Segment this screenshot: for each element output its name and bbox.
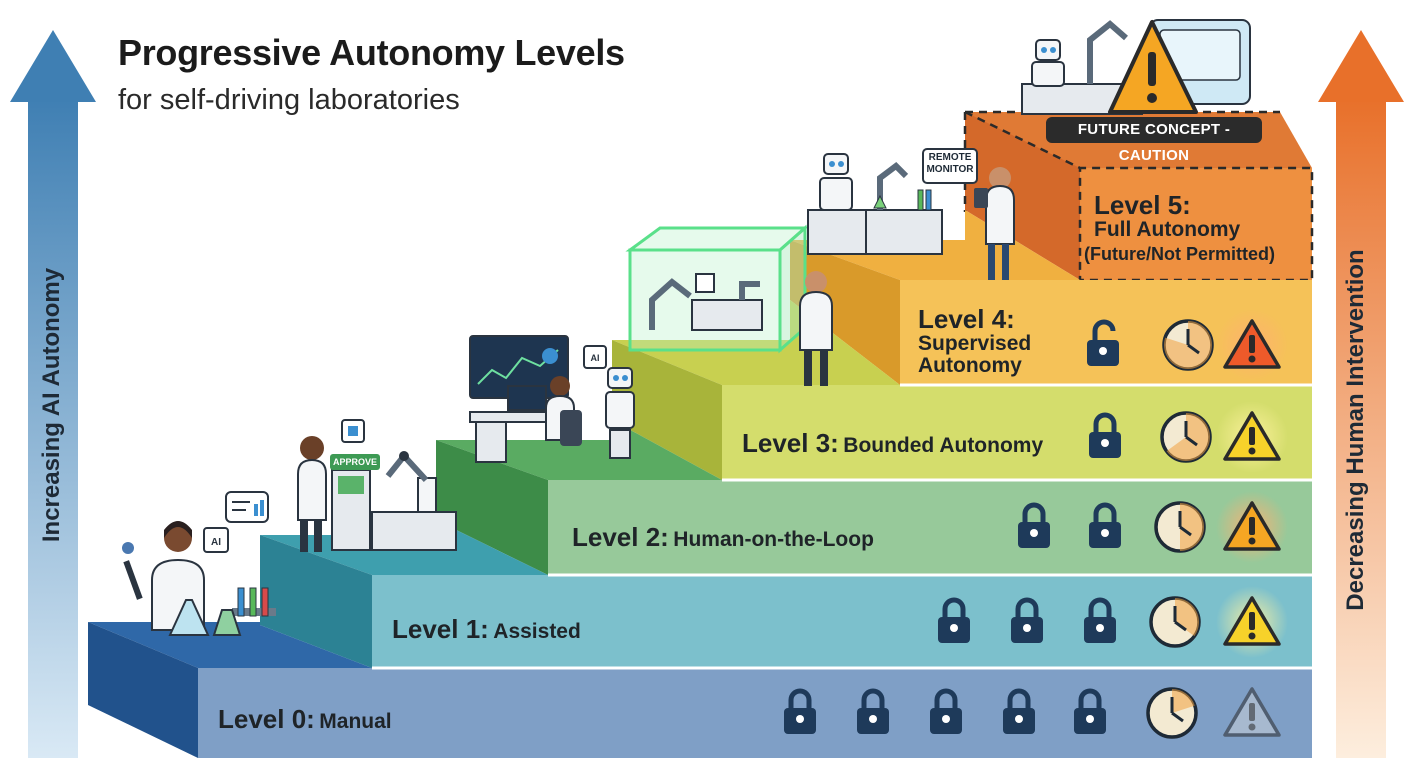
- chip-icon: AI: [203, 527, 229, 553]
- level-4-name-line1: Supervised: [918, 332, 1032, 356]
- right-axis-label: Decreasing Human Intervention: [1342, 249, 1369, 611]
- lock-icon: [930, 688, 962, 734]
- lock-icon: [1089, 412, 1121, 458]
- remote-monitor-line1: REMOTE: [928, 152, 972, 163]
- level-1-label: Level 1: Assisted: [392, 614, 581, 645]
- chip-icon: [341, 419, 365, 443]
- level-1-number: Level 1:: [392, 614, 489, 644]
- clock-icon: [1160, 411, 1212, 463]
- test-tube-rack-icon: [212, 587, 276, 636]
- level-2-number: Level 2:: [572, 522, 669, 552]
- level-1-name: Assisted: [493, 620, 581, 643]
- ai-chip-label: AI: [211, 537, 221, 548]
- level-0-label: Level 0: Manual: [218, 704, 392, 735]
- warning-icon: [1216, 401, 1288, 473]
- left-autonomy-arrow: [10, 30, 96, 758]
- lock-icon: [938, 597, 970, 643]
- lock-icon: [1089, 502, 1121, 548]
- step-separators: [372, 383, 1312, 670]
- clock-icon: [1154, 501, 1206, 553]
- level-5-name-line1: Full Autonomy: [1094, 218, 1241, 242]
- level-4-name-line2: Autonomy: [918, 354, 1022, 378]
- chip-icon: AI: [583, 345, 607, 369]
- future-concept-tag: FUTURE CONCEPT - CAUTION: [1046, 117, 1262, 164]
- warning-icon: [1216, 491, 1288, 563]
- approve-screen-label: APPROVE: [330, 454, 380, 470]
- scientist-icon: [974, 167, 1015, 280]
- lab-bench-icon: [807, 162, 943, 255]
- level-4-label: Level 4: Supervised Autonomy: [918, 304, 1032, 378]
- level-5-label: Level 5: Full Autonomy (Future/Not Permi…: [1084, 190, 1275, 264]
- status-icons: [784, 309, 1288, 739]
- level-4-number: Level 4:: [918, 304, 1015, 334]
- operator-icon: [545, 376, 582, 446]
- unlock-icon: [1087, 319, 1119, 366]
- step-level-0: [88, 622, 1312, 758]
- clock-icon: [1149, 596, 1201, 648]
- robot-icon: [605, 367, 635, 459]
- robot-icon: [819, 153, 853, 211]
- lock-icon: [857, 688, 889, 734]
- level-0-name: Manual: [319, 710, 392, 733]
- level-3-number: Level 3:: [742, 428, 839, 458]
- level-2-label: Level 2: Human-on-the-Loop: [572, 522, 874, 553]
- lock-icon: [1084, 597, 1116, 643]
- level-3-label: Level 3: Bounded Autonomy: [742, 428, 1043, 459]
- level-5-name-line2: (Future/Not Permitted): [1084, 244, 1275, 265]
- level-0-number: Level 0:: [218, 704, 315, 734]
- warning-icon: [1108, 20, 1198, 114]
- warning-icon: [1216, 309, 1288, 381]
- scientist-icon: [297, 436, 327, 552]
- lock-icon: [1074, 688, 1106, 734]
- level-5-number: Level 5:: [1094, 190, 1191, 220]
- right-intervention-arrow: [1318, 30, 1404, 758]
- bounded-enclosure-icon: [625, 224, 809, 354]
- remote-monitor-line2: MONITOR: [926, 164, 974, 175]
- lock-icon: [1011, 597, 1043, 643]
- control-kiosk-icon: [331, 469, 371, 551]
- monitor-icon: [469, 335, 569, 399]
- warning-icon: [1223, 687, 1281, 737]
- robotic-arm-icon: [371, 451, 457, 551]
- scientist-icon: [122, 521, 210, 636]
- lock-icon: [784, 688, 816, 734]
- page-subtitle: for self-driving laboratories: [118, 84, 460, 116]
- chat-bubble-icon: [225, 491, 269, 523]
- clock-icon: [1162, 319, 1214, 371]
- lock-icon: [1003, 688, 1035, 734]
- level-2-name: Human-on-the-Loop: [673, 528, 874, 551]
- ai-chip-label: AI: [591, 353, 600, 363]
- clock-icon: [1146, 687, 1198, 739]
- remote-monitor-bubble: REMOTE MONITOR: [922, 148, 978, 184]
- page-title: Progressive Autonomy Levels: [118, 32, 625, 73]
- lock-icon: [1018, 502, 1050, 548]
- scientist-icon: [799, 271, 833, 386]
- warning-icon: [1216, 586, 1288, 658]
- left-axis-label: Increasing AI Autonomy: [38, 267, 65, 543]
- level-3-name: Bounded Autonomy: [843, 434, 1044, 457]
